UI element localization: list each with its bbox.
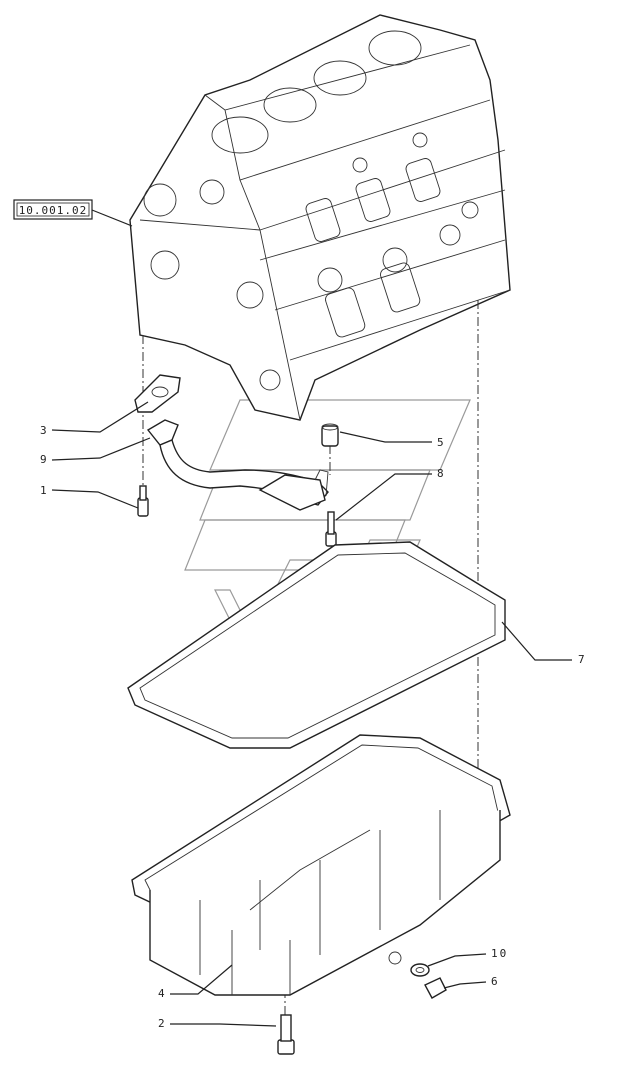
callout-1[interactable]: 1 xyxy=(40,484,139,509)
callout-4-label: 4 xyxy=(158,987,167,1000)
callout-5[interactable]: 5 xyxy=(339,431,446,449)
callout-10[interactable]: 10 xyxy=(427,947,508,967)
engine-block xyxy=(129,14,511,421)
callout-7-label: 7 xyxy=(578,653,587,666)
callout-1-label: 1 xyxy=(40,484,49,497)
callout-2[interactable]: 2 xyxy=(158,1017,277,1030)
callout-3[interactable]: 3 xyxy=(40,401,149,437)
callout-2-label: 2 xyxy=(158,1017,167,1030)
callout-10-label: 10 xyxy=(491,947,508,960)
drain-plug xyxy=(424,977,447,999)
bolt-part xyxy=(137,485,149,517)
callout-4[interactable]: 4 xyxy=(158,964,233,1000)
oil-pan-gasket xyxy=(127,541,506,749)
callout-8[interactable]: 8 xyxy=(335,467,446,521)
spacer-part xyxy=(321,423,339,447)
screw-part xyxy=(325,511,337,547)
callout-7[interactable]: 7 xyxy=(501,621,587,666)
callout-6[interactable]: 6 xyxy=(443,975,500,989)
callout-8-label: 8 xyxy=(437,467,446,480)
pan-bolt-part xyxy=(277,1014,295,1055)
reference-label-text: 10.001.02 xyxy=(19,204,88,217)
reference-label[interactable]: 10.001.02 xyxy=(13,199,133,227)
callout-3-label: 3 xyxy=(40,424,49,437)
oil-suction-pipe xyxy=(146,419,329,511)
callout-9[interactable]: 9 xyxy=(40,437,151,466)
callout-6-label: 6 xyxy=(491,975,500,988)
drain-washer xyxy=(410,963,430,977)
callout-9-label: 9 xyxy=(40,453,49,466)
callout-5-label: 5 xyxy=(437,436,446,449)
oil-pan xyxy=(131,734,511,996)
